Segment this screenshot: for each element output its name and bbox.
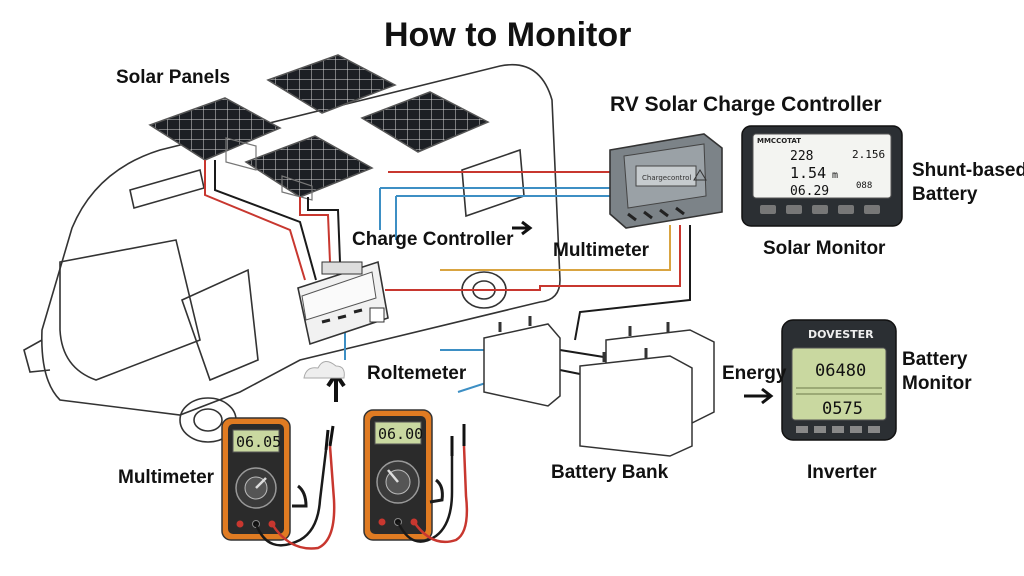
solar-monitor-side-reading: 2.156 (852, 148, 885, 161)
rv-charge-controller (297, 260, 389, 346)
cloud-icon (303, 361, 345, 379)
label-solar-monitor: Solar Monitor (763, 238, 886, 259)
multimeter-right-reading: 06.00 (378, 425, 423, 443)
wire-red (204, 160, 306, 281)
label-roltemeter: Roltemeter (367, 363, 467, 384)
controller-face-text: Chargecontrol (642, 174, 691, 182)
battery-monitor-reading-top: 06480 (815, 361, 866, 381)
wire-blue (379, 187, 612, 230)
wiring (204, 160, 691, 393)
battery-monitor-device: DOVESTER 06480 0575 (781, 319, 897, 441)
solar-monitor-reading-a: 228 (790, 149, 813, 164)
label-solar-panels: Solar Panels (116, 67, 231, 88)
label-inverter: Inverter (807, 462, 877, 483)
battery-bank (483, 316, 715, 457)
label-energy: Energy (722, 363, 787, 384)
test-lead-black (254, 449, 328, 547)
multimeter-right: 06.00 (363, 409, 469, 544)
solar-panel (360, 91, 490, 153)
panel-mount (225, 137, 313, 201)
solar-monitor-device: MMCCOTAT 228 1.54 m 06.29 2.156 088 (741, 125, 903, 227)
label-shunt-battery: Battery (912, 184, 978, 205)
label-multimeter-bottom: Multimeter (118, 467, 215, 488)
label-monitor: Monitor (902, 373, 972, 394)
label-rv-solar-charge-controller: RV Solar Charge Controller (610, 93, 882, 116)
warning-icon (693, 169, 707, 181)
arrow-icon (512, 220, 533, 236)
solar-charge-controller-unit: Chargecontrol (609, 133, 723, 229)
solar-monitor-reading-c: 06.29 (790, 184, 829, 199)
page-title: How to Monitor (384, 16, 632, 54)
solar-panel (266, 54, 397, 114)
label-battery: Battery (902, 349, 968, 370)
test-lead-red (412, 445, 469, 544)
solar-panels (148, 54, 490, 201)
label-multimeter-top: Multimeter (553, 240, 650, 261)
arrow-right-icon (744, 387, 774, 405)
wire-black (307, 197, 341, 263)
solar-monitor-side-reading-2: 088 (856, 181, 872, 191)
wire-black (574, 225, 691, 341)
solar-monitor-reading-b: 1.54 (790, 164, 826, 182)
label-charge-controller: Charge Controller (352, 229, 514, 250)
multimeter-left: 06.05 (221, 417, 336, 550)
test-lead-red (270, 445, 336, 550)
wire-black (214, 160, 317, 281)
wire-yellow (440, 225, 671, 271)
solar-panel (148, 97, 282, 161)
solar-monitor-brand: MMCCOTAT (757, 137, 801, 145)
solar-monitor-reading-b-unit: m (832, 170, 838, 181)
wire-red (385, 225, 681, 291)
label-shunt-based: Shunt-based (912, 160, 1024, 181)
battery (579, 355, 693, 457)
wire-red (299, 197, 331, 263)
battery (483, 323, 561, 407)
battery-monitor-brand: DOVESTER (808, 328, 874, 341)
test-lead-black (396, 456, 454, 543)
label-battery-bank: Battery Bank (551, 462, 669, 483)
wire-blue (395, 195, 612, 240)
solar-panel (244, 135, 374, 198)
multimeter-left-reading: 06.05 (236, 433, 281, 451)
battery-monitor-reading-bottom: 0575 (822, 399, 863, 419)
